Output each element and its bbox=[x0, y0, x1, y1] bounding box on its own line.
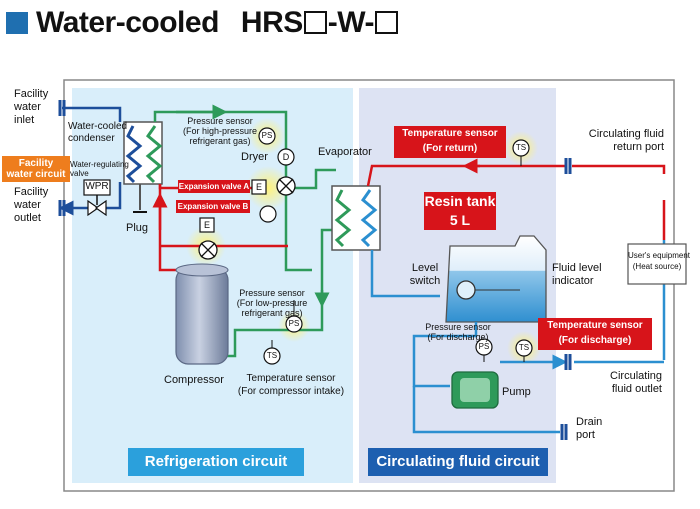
expansion-valve-a-label: Expansion valve A bbox=[178, 180, 250, 193]
dryer-label: Dryer bbox=[241, 151, 268, 163]
sensor-symbols bbox=[198, 127, 533, 365]
resin-tank bbox=[445, 235, 547, 323]
level-switch-float bbox=[456, 280, 476, 300]
facility-water-inlet-label: Facility water inlet bbox=[14, 88, 49, 126]
ts-discharge-label: Temperature sensor (For discharge) bbox=[538, 318, 652, 350]
evaporator-label: Evaporator bbox=[318, 146, 372, 158]
outer-frame bbox=[63, 79, 675, 492]
exp-a-symbol: E bbox=[255, 182, 262, 192]
wpr-label: WPR bbox=[85, 181, 109, 192]
model-prefix: HRS bbox=[240, 6, 303, 39]
plug-label: Plug bbox=[126, 222, 149, 234]
ts-intake-symbol: TS bbox=[266, 351, 278, 360]
return-port-label: Circulating fluid return port bbox=[588, 128, 664, 153]
compressor-body bbox=[175, 267, 229, 365]
resin-tank-label: Resin tank 5 L bbox=[424, 192, 496, 230]
water-regulating-valve-label: Water-regulating valve bbox=[70, 160, 129, 178]
facility-water-circuit-label: Facility water circuit bbox=[2, 156, 70, 182]
page-title: Water-cooled HRS -W- bbox=[36, 6, 399, 40]
ts-discharge-symbol: TS bbox=[518, 343, 530, 352]
pump-label: Pump bbox=[502, 386, 531, 398]
model-blank-box-2 bbox=[374, 10, 398, 34]
drain-port-label: Drain port bbox=[576, 416, 603, 441]
dryer-symbol: D bbox=[282, 152, 290, 162]
facility-inlet-line bbox=[62, 106, 122, 122]
level-indicator-label: Fluid level indicator bbox=[552, 262, 602, 287]
ts-return-label: Temperature sensor (For return) bbox=[394, 126, 506, 158]
level-switch-label: Level switch bbox=[409, 262, 441, 287]
compressor-label: Compressor bbox=[164, 374, 224, 386]
ts-return-symbol: TS bbox=[515, 143, 527, 152]
ps-high-symbol: PS bbox=[261, 131, 273, 140]
exp-b-symbol: E bbox=[203, 220, 210, 230]
model-mid: -W- bbox=[327, 6, 375, 39]
condenser-label: Water-cooled condenser bbox=[68, 121, 128, 144]
model-blank-box-1 bbox=[303, 10, 327, 34]
facility-water-outlet-label: Facility water outlet bbox=[14, 186, 49, 224]
title-model: HRS -W- bbox=[241, 6, 399, 39]
title-square-icon bbox=[6, 12, 28, 34]
expansion-valve-b-label: Expansion valve B bbox=[176, 200, 250, 213]
ps-low-label: Pressure sensor (For low-pressure refrig… bbox=[236, 288, 308, 318]
ps-low-symbol: PS bbox=[288, 319, 300, 328]
circulating-fluid-outlet-label: Circulating fluid outlet bbox=[610, 370, 662, 395]
ts-intake-label: Temperature sensor (For compressor intak… bbox=[237, 373, 345, 397]
ps-high-label: Pressure sensor (For high-pressure refri… bbox=[182, 116, 258, 146]
ps-discharge-label: Pressure sensor (For discharge) bbox=[425, 322, 491, 342]
circulating-fluid-circuit-label: Circulating fluid circuit bbox=[368, 448, 548, 476]
ps-discharge-symbol: PS bbox=[478, 342, 490, 351]
users-equipment-box bbox=[627, 243, 687, 285]
wpr-box bbox=[83, 179, 111, 196]
glow-exp-a bbox=[246, 166, 290, 210]
title-main: Water-cooled bbox=[36, 6, 219, 39]
users-equipment-label: User's equipment (Heat source) bbox=[628, 251, 690, 271]
refrigeration-circuit-label: Refrigeration circuit bbox=[128, 448, 304, 476]
facility-outlet-line bbox=[58, 182, 122, 216]
